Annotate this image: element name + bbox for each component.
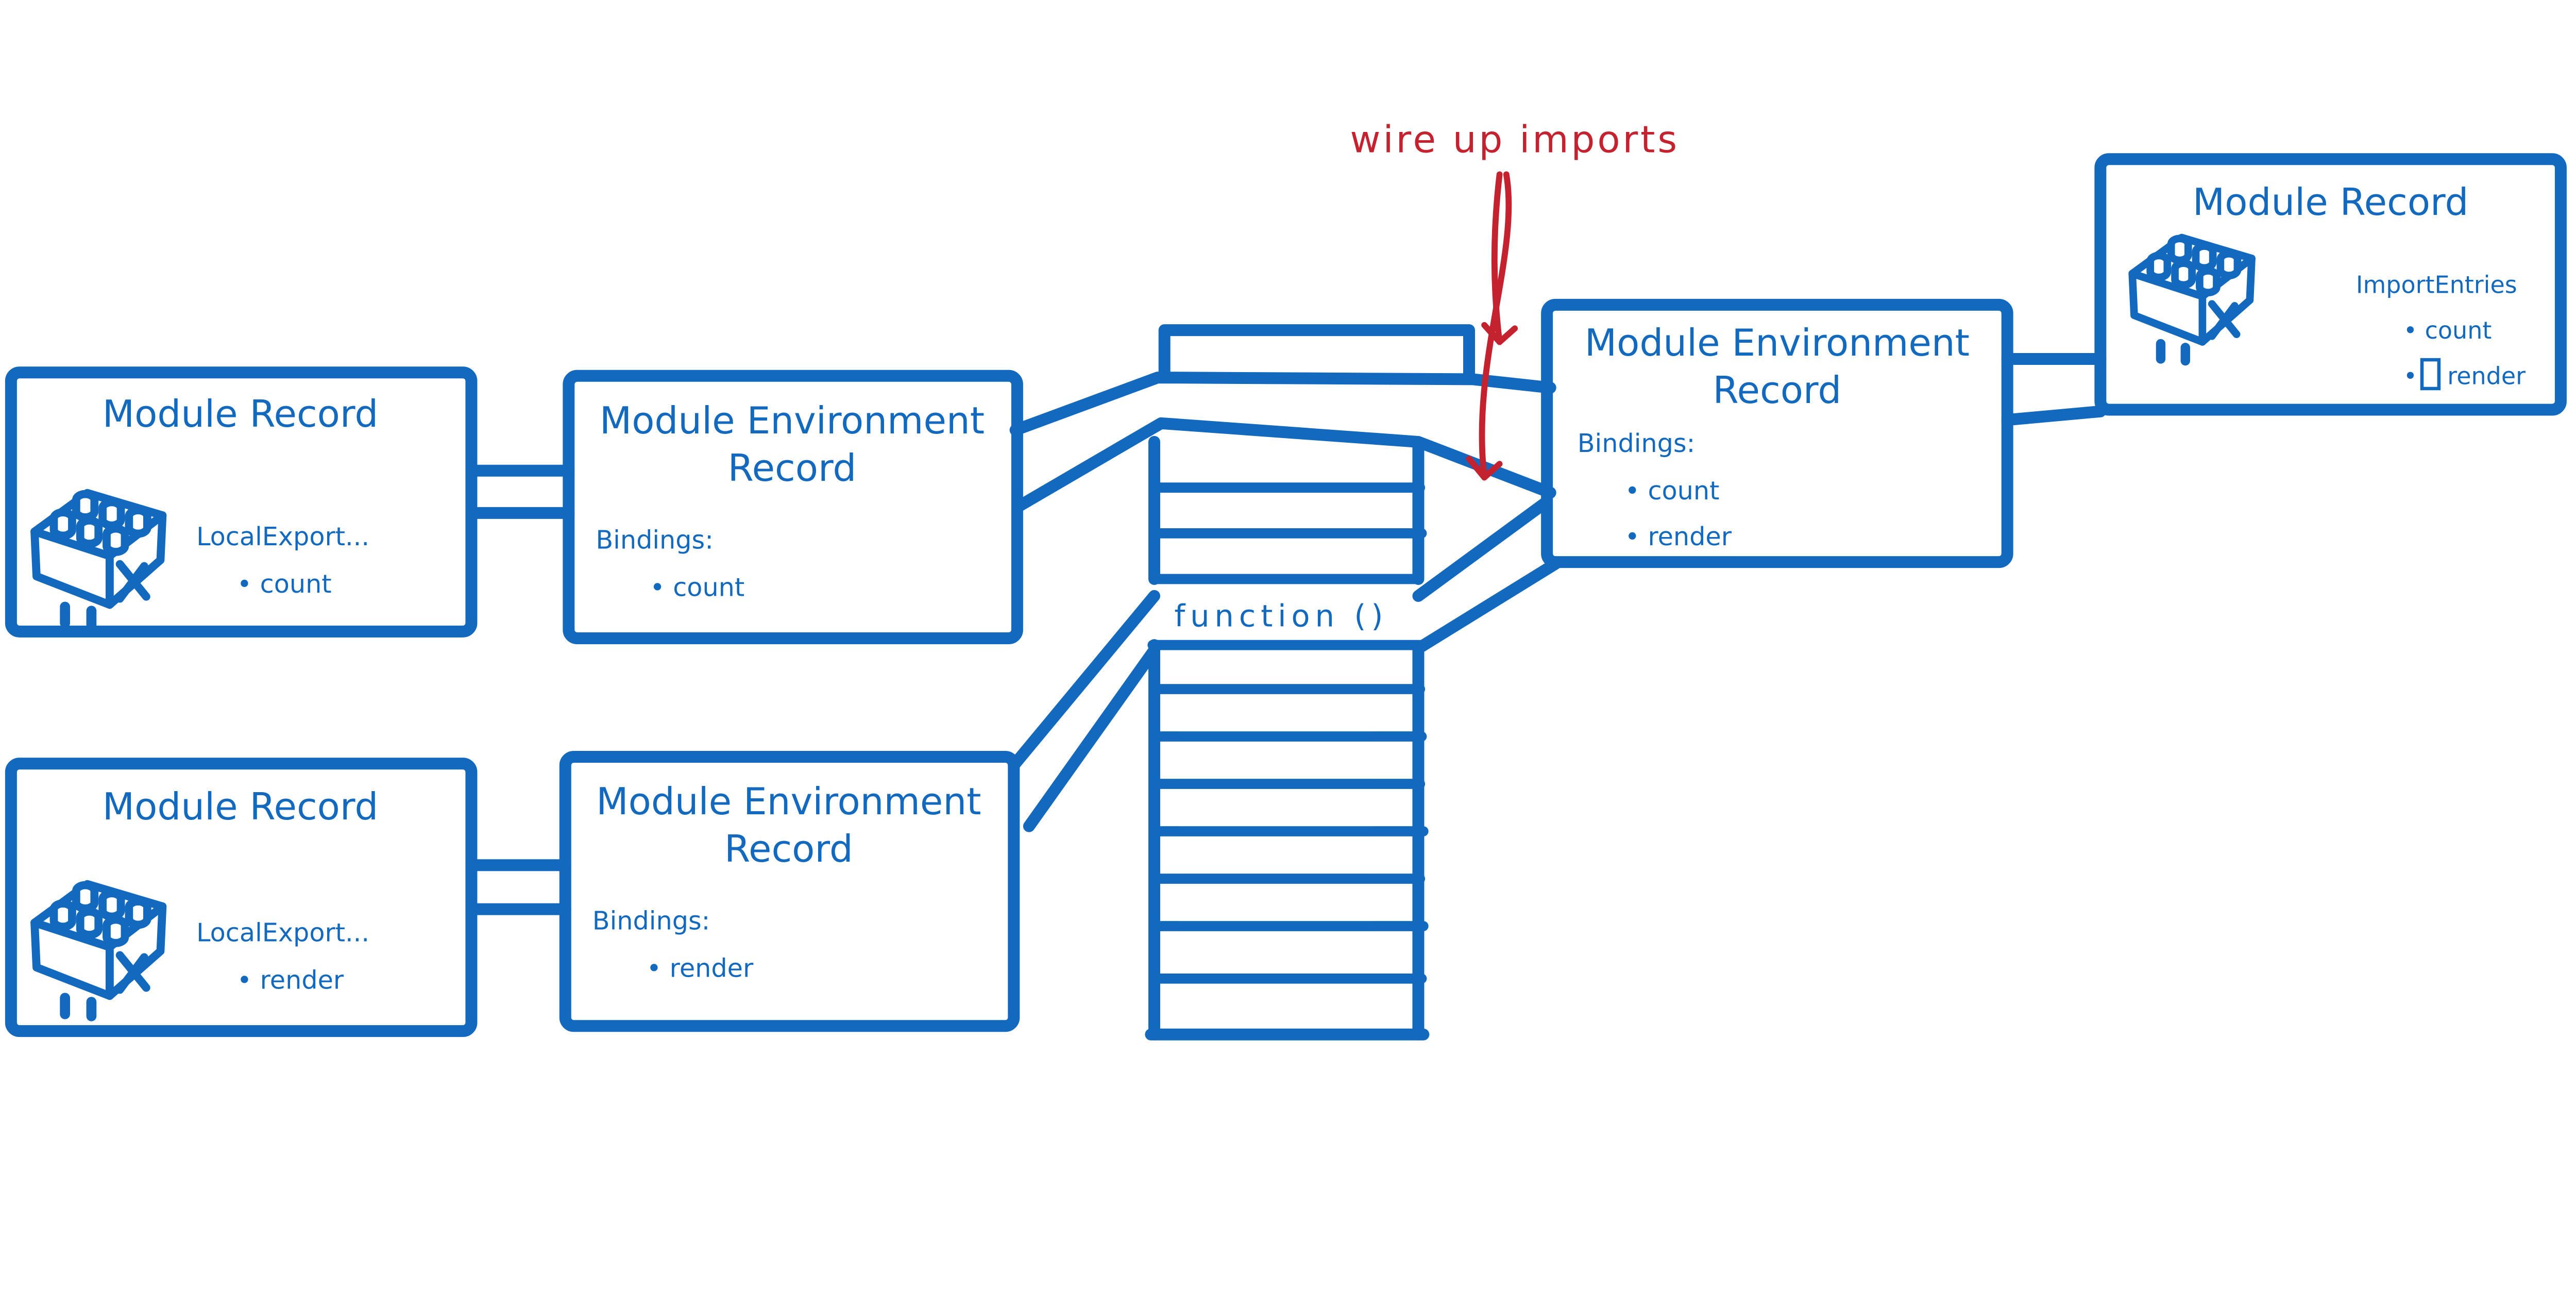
box-title-line2: Record — [728, 447, 857, 490]
box-title-line1: Module Environment — [1585, 322, 1970, 365]
missing-glyph-box — [2420, 358, 2441, 391]
pipe-wall-bottom — [1412, 558, 1562, 655]
box-title-line1: Module Environment — [600, 399, 985, 443]
memory-top-cell — [1158, 324, 1476, 384]
pipe-bottom-env-to-function — [1008, 590, 1160, 832]
box-title: Module Record — [103, 785, 378, 829]
lego-brick-icon — [2132, 238, 2252, 361]
module-record-right-box: Module Record ImportEntries • count • re… — [2094, 153, 2567, 416]
pipe-top-left — [466, 464, 575, 519]
pipe-right — [2001, 353, 2107, 426]
box-title: Module Record — [103, 393, 378, 436]
arrowhead-icon — [1466, 456, 1503, 481]
lego-brick-icon — [35, 493, 162, 625]
binding-item: • render — [1625, 522, 1732, 551]
bindings-label: Bindings: — [592, 906, 710, 936]
annotation-arrow-lower — [1479, 171, 1512, 481]
entry-item: • count — [2403, 316, 2492, 344]
wire-up-imports-annotation: wire up imports — [1350, 119, 1680, 481]
box-outline — [5, 758, 478, 1037]
module-env-record-bottom-box: Module Environment Record Bindings: • re… — [559, 750, 1020, 1032]
entries-label: LocalExport... — [196, 522, 369, 551]
module-record-bottom-left-box: Module Record LocalExport... • render — [5, 758, 478, 1037]
entry-item: • count — [237, 569, 332, 599]
pipe-function-to-main-env — [1412, 497, 1562, 655]
box-title: Module Record — [2193, 181, 2468, 224]
box-outline — [559, 750, 1020, 1032]
entries-label: ImportEntries — [2356, 271, 2517, 298]
modules-wiring-diagram: Module Record LocalExport... • count Mod… — [5, 118, 2567, 1041]
annotation-arrow-upper — [1491, 171, 1503, 345]
pipe-wall-top — [1008, 590, 1160, 772]
module-record-top-left-box: Module Record LocalExport... • count — [5, 366, 478, 638]
module-env-record-top-box: Module Environment Record Bindings: • co… — [563, 370, 1023, 644]
channel-top-wall — [1009, 372, 1556, 436]
pipe-wall-bottom — [1023, 644, 1160, 832]
pipe-bottom-left — [466, 859, 571, 915]
box-outline — [1541, 298, 2013, 568]
box-title-line1: Module Environment — [596, 780, 981, 824]
diagram: Module Record LocalExport... • count Mod… — [5, 118, 2567, 1041]
bindings-label: Bindings: — [1578, 428, 1695, 458]
binding-item: • count — [650, 572, 745, 602]
bindings-label: Bindings: — [596, 525, 713, 555]
box-outline — [2094, 153, 2567, 416]
memory-column: function () — [1009, 324, 1556, 1041]
annotation-label: wire up imports — [1350, 119, 1680, 162]
entries-label: LocalExport... — [196, 918, 369, 948]
entry-item: • render — [237, 965, 344, 995]
box-outline — [5, 366, 478, 638]
binding-item: • render — [647, 953, 754, 983]
entry-item-bullet: • — [2403, 362, 2417, 390]
module-env-record-main-box: Module Environment Record Bindings: • co… — [1541, 298, 2013, 568]
box-title-line2: Record — [1713, 369, 1842, 412]
pipe-wall-bottom — [2001, 405, 2107, 426]
box-title-line2: Record — [724, 828, 853, 871]
binding-item: • count — [1625, 476, 1720, 506]
entry-item-label: render — [2447, 362, 2526, 390]
lego-brick-icon — [35, 884, 162, 1016]
pipe-wall-top — [1412, 497, 1551, 602]
function-row-label: function () — [1174, 598, 1388, 634]
